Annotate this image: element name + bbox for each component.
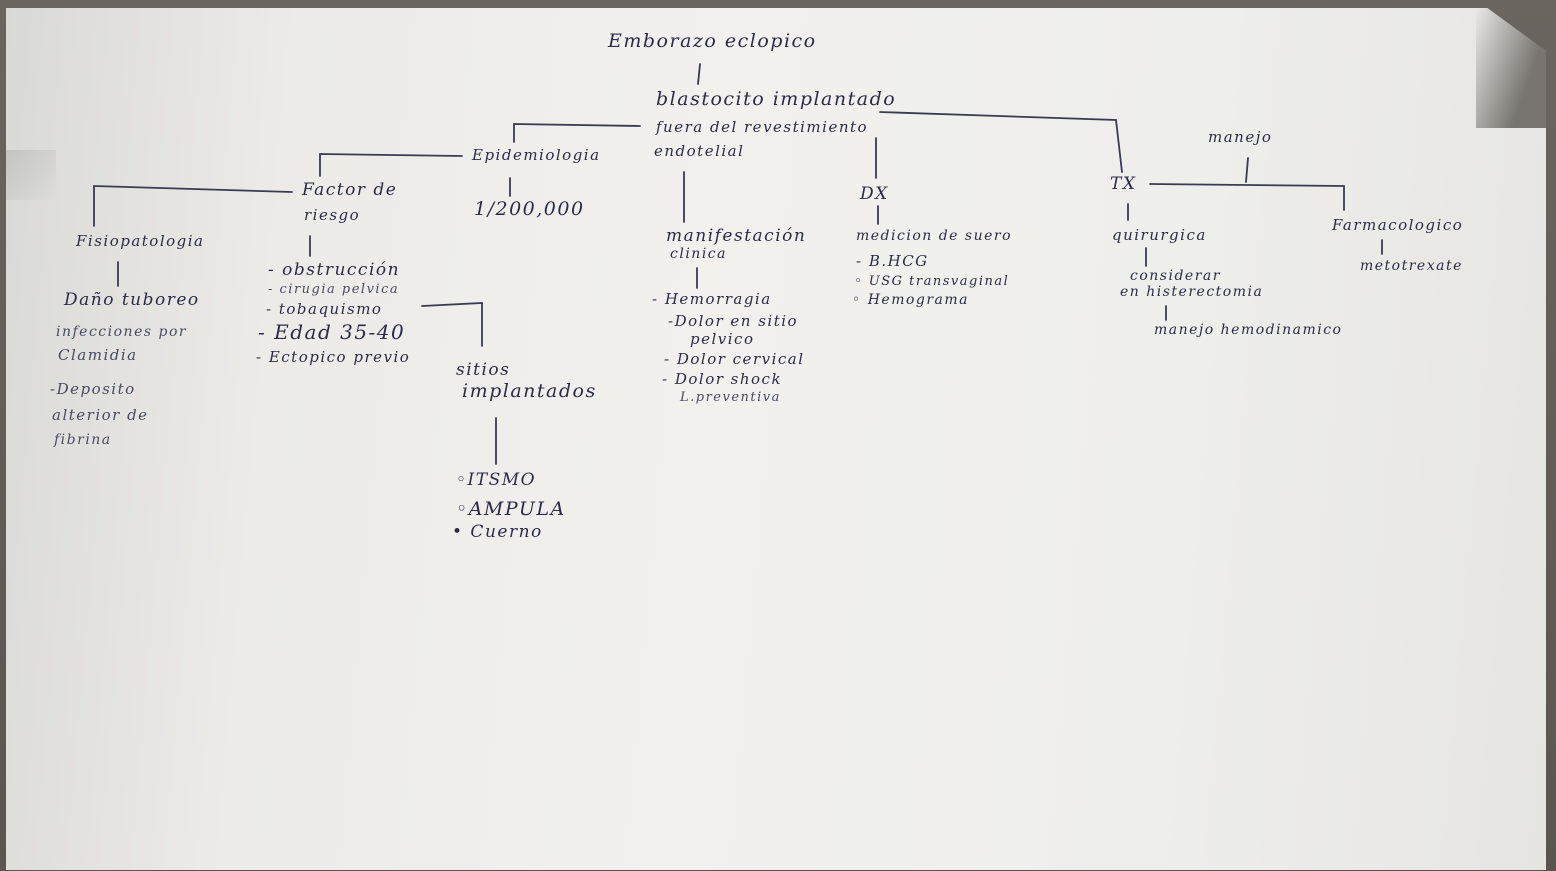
dx-item-2: - B.HCG bbox=[856, 252, 929, 270]
manifestacion-line-2: clinica bbox=[670, 246, 727, 262]
manejo-to-branch-line bbox=[1245, 157, 1249, 183]
manifest-item-4: - Dolor cervical bbox=[664, 350, 805, 368]
factor-item-4: - Edad 35-40 bbox=[258, 320, 406, 344]
manifest-item-6: L.preventiva bbox=[680, 390, 781, 405]
tx-to-farmacologico-line bbox=[1149, 183, 1345, 211]
factor-riesgo-line-1: Factor de bbox=[302, 180, 398, 200]
epidemiologia-label: Epidemiologia bbox=[472, 146, 601, 164]
fisio-item-1: Daño tuboreo bbox=[64, 290, 200, 310]
dx-label: DX bbox=[860, 184, 889, 204]
tx-considerar: considerar bbox=[1130, 268, 1221, 284]
fisio-item-5: alterior de bbox=[52, 406, 149, 424]
factor-item-3: - tobaquismo bbox=[266, 300, 383, 318]
epidemiologia-to-factor-line bbox=[319, 153, 463, 177]
dx-item-1: medicion de suero bbox=[856, 228, 1013, 244]
fisio-item-6: fibrina bbox=[54, 432, 112, 448]
title-to-root-line bbox=[697, 63, 701, 85]
diagram-title: Emborazo eclopico bbox=[608, 30, 817, 52]
factor-to-fisiopatologia-line bbox=[93, 185, 293, 227]
factor-item-1: - obstrucción bbox=[268, 260, 401, 280]
sitio-item-2: ◦AMPULA bbox=[456, 498, 566, 520]
root-to-epidemiologia-line bbox=[513, 123, 641, 143]
paper-crease bbox=[6, 150, 56, 200]
tx-label: TX bbox=[1110, 174, 1137, 194]
root-to-tx-line bbox=[879, 111, 1123, 173]
factor-to-sitios-line bbox=[421, 302, 483, 347]
tx-histerectomia: en histerectomia bbox=[1120, 284, 1264, 300]
epidemiologia-value: 1/200,000 bbox=[474, 198, 585, 220]
tx-metotrexate: metotrexate bbox=[1360, 258, 1463, 274]
fisiopatologia-label: Fisiopatologia bbox=[76, 232, 205, 250]
tx-manejo: manejo bbox=[1208, 128, 1273, 146]
root-line-2: fuera del revestimiento bbox=[656, 118, 869, 136]
sitio-item-1: ◦ITSMO bbox=[456, 470, 537, 490]
dx-item-3: ◦ USG transvaginal bbox=[854, 274, 1010, 289]
sitios-line-1: sitios bbox=[456, 360, 511, 380]
tx-farmacologico: Farmacologico bbox=[1332, 216, 1464, 234]
fisio-item-2: infecciones por bbox=[56, 324, 188, 340]
manifest-item-2: -Dolor en sitio bbox=[668, 312, 799, 330]
tx-quirurgico: quirurgica bbox=[1112, 226, 1207, 244]
dx-item-4: ◦ Hemograma bbox=[852, 292, 970, 308]
factor-item-2: - cirugia pelvica bbox=[268, 282, 400, 297]
sitio-item-3: • Cuerno bbox=[452, 522, 543, 542]
root-line-3: endotelial bbox=[654, 142, 745, 160]
tx-manejo-hemodinamico: manejo hemodinamico bbox=[1154, 322, 1343, 338]
fisio-item-3: Clamidia bbox=[58, 346, 138, 364]
manifest-item-5: - Dolor shock bbox=[662, 370, 783, 388]
sitios-line-2: implantados bbox=[462, 380, 597, 402]
factor-item-5: - Ectopico previo bbox=[256, 348, 411, 366]
manifest-item-3: pelvico bbox=[690, 330, 755, 348]
factor-riesgo-line-2: riesgo bbox=[304, 206, 361, 224]
manifest-item-1: - Hemorragia bbox=[652, 290, 772, 308]
manifestacion-line-1: manifestación bbox=[666, 226, 807, 246]
fisio-item-4: -Deposito bbox=[50, 380, 136, 398]
root-line-1: blastocito implantado bbox=[656, 88, 897, 110]
